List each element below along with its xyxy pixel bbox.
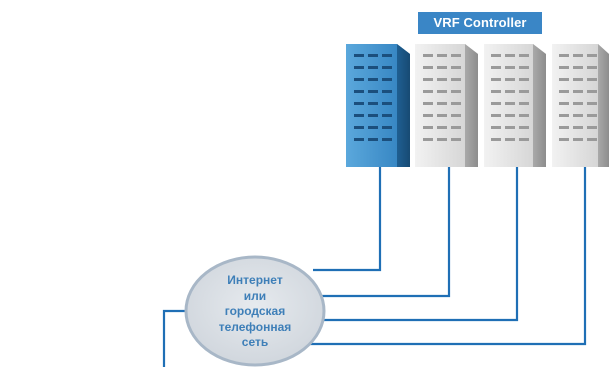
building-3-windows	[491, 54, 529, 141]
cloud-label-line-3: городская	[224, 304, 286, 319]
building-2	[415, 44, 478, 167]
cloud-label-line-5: сеть	[241, 335, 269, 350]
link-building-4	[304, 164, 587, 346]
network-cloud-label: Интернет или городская телефонная сеть	[186, 258, 324, 366]
building-1-windows	[354, 54, 392, 141]
building-2-windows	[423, 54, 461, 141]
cloud-label-line-4: телефонная	[218, 319, 292, 334]
connection-lines	[162, 164, 587, 367]
link-building-1	[313, 164, 382, 272]
cloud-label-line-2: или	[243, 288, 267, 303]
vrf-controller-badge: VRF Controller	[418, 12, 542, 34]
link-left-exit	[162, 309, 192, 367]
building-3	[484, 44, 546, 167]
cloud-label-line-1: Интернет	[227, 273, 283, 288]
network-cloud	[184, 255, 326, 367]
building-4-windows	[559, 54, 597, 141]
link-building-2	[321, 164, 451, 298]
link-building-3	[317, 164, 519, 322]
building-4	[552, 44, 609, 167]
building-1	[346, 44, 410, 167]
